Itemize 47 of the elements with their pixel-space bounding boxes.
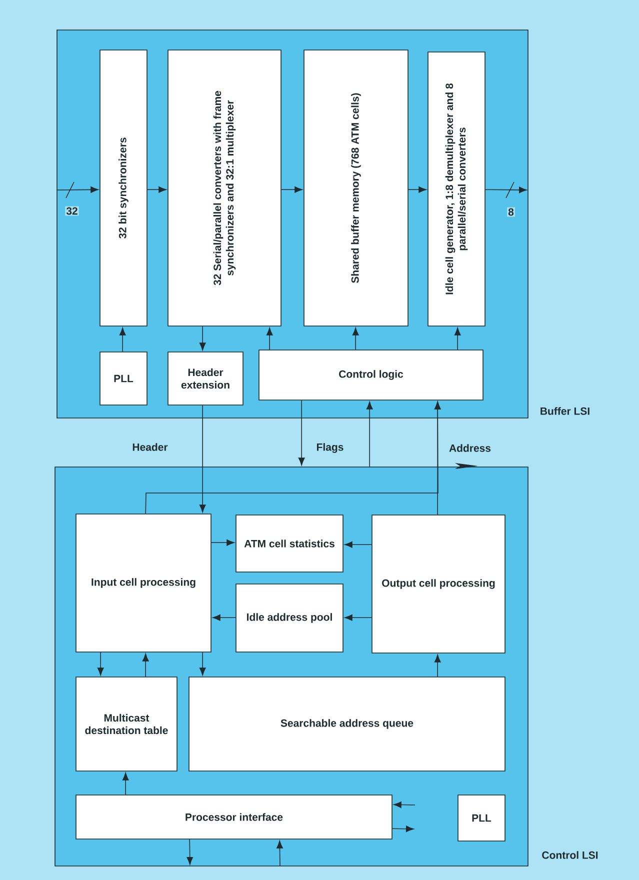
function-block: Shared buffer memory (768 ATM cells) bbox=[304, 50, 408, 326]
function-block: 32 bit synchronizers bbox=[100, 50, 148, 326]
arrow bbox=[298, 400, 305, 466]
arrow bbox=[352, 328, 359, 350]
function-block: 32 Serial/parallel converters with frame synchronizers and 32:1 multiplexer bbox=[168, 50, 282, 326]
arrow bbox=[434, 654, 441, 677]
function-block: Idle address pool bbox=[236, 584, 344, 652]
function-block: Control logic bbox=[258, 350, 484, 400]
arrow bbox=[394, 802, 416, 808]
arrow bbox=[199, 326, 206, 350]
function-block: Searchable address queue bbox=[188, 676, 506, 772]
function-block: Idle cell generator, 1:8 demultiplexer and 8 parallel/serial converters bbox=[428, 52, 486, 326]
arrow bbox=[454, 328, 461, 350]
function-block: PLL bbox=[458, 794, 506, 842]
function-block: PLL bbox=[100, 352, 148, 406]
edge-label: Flags bbox=[315, 442, 345, 454]
arrow bbox=[211, 539, 234, 546]
arrow bbox=[366, 402, 373, 467]
arrow bbox=[408, 186, 426, 193]
arrow bbox=[122, 772, 129, 795]
function-block: Multicast destination table bbox=[76, 676, 178, 772]
arrow bbox=[199, 652, 206, 676]
arrow bbox=[212, 614, 236, 621]
function-block: Output cell processing bbox=[372, 514, 506, 654]
arrow bbox=[281, 186, 302, 193]
arrow bbox=[97, 652, 104, 676]
function-block: Processor interface bbox=[76, 794, 392, 840]
arrow bbox=[276, 840, 283, 866]
arrow bbox=[186, 839, 194, 865]
arrow bbox=[147, 186, 166, 193]
arrow bbox=[145, 402, 441, 514]
arrow bbox=[142, 654, 149, 677]
arrow bbox=[344, 614, 372, 621]
edge-label: Address bbox=[448, 443, 492, 453]
node-label: Buffer LSI bbox=[540, 407, 590, 415]
function-block: Header extension bbox=[168, 352, 244, 406]
function-block: Input cell processing bbox=[76, 514, 212, 652]
arrow bbox=[485, 186, 527, 194]
function-block: ATM cell statistics bbox=[236, 514, 344, 572]
arrow bbox=[56, 186, 98, 193]
node-label: Control LSI bbox=[542, 851, 598, 859]
arrow bbox=[266, 328, 273, 350]
arrow bbox=[119, 328, 126, 352]
arrow bbox=[344, 541, 372, 548]
edge-label: Header bbox=[131, 442, 169, 452]
arrow bbox=[199, 405, 206, 512]
arrow bbox=[392, 826, 414, 832]
